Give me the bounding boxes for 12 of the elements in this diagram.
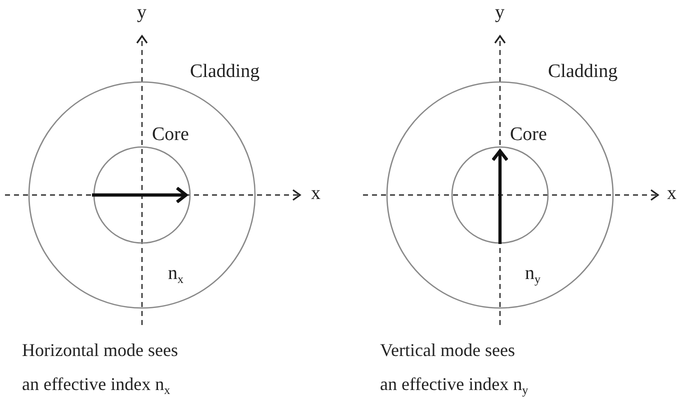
caption: Horizontal mode sees an effective index n$_{x}$: [22, 339, 179, 399]
region-label: Core: [510, 125, 547, 144]
axis-label: y: [137, 3, 146, 22]
region-label: Cladding: [548, 62, 618, 81]
axis-label: x: [667, 184, 676, 203]
region-label: Core: [152, 125, 189, 144]
index-label: n$_{x}$: [168, 264, 184, 285]
axis-label: y: [495, 3, 504, 22]
caption: Vertical mode sees an effective index n$_{y}$: [380, 339, 530, 399]
axis-label: x: [311, 184, 320, 203]
index-label: n$_{y}$: [525, 264, 540, 285]
region-label: Cladding: [190, 62, 260, 81]
